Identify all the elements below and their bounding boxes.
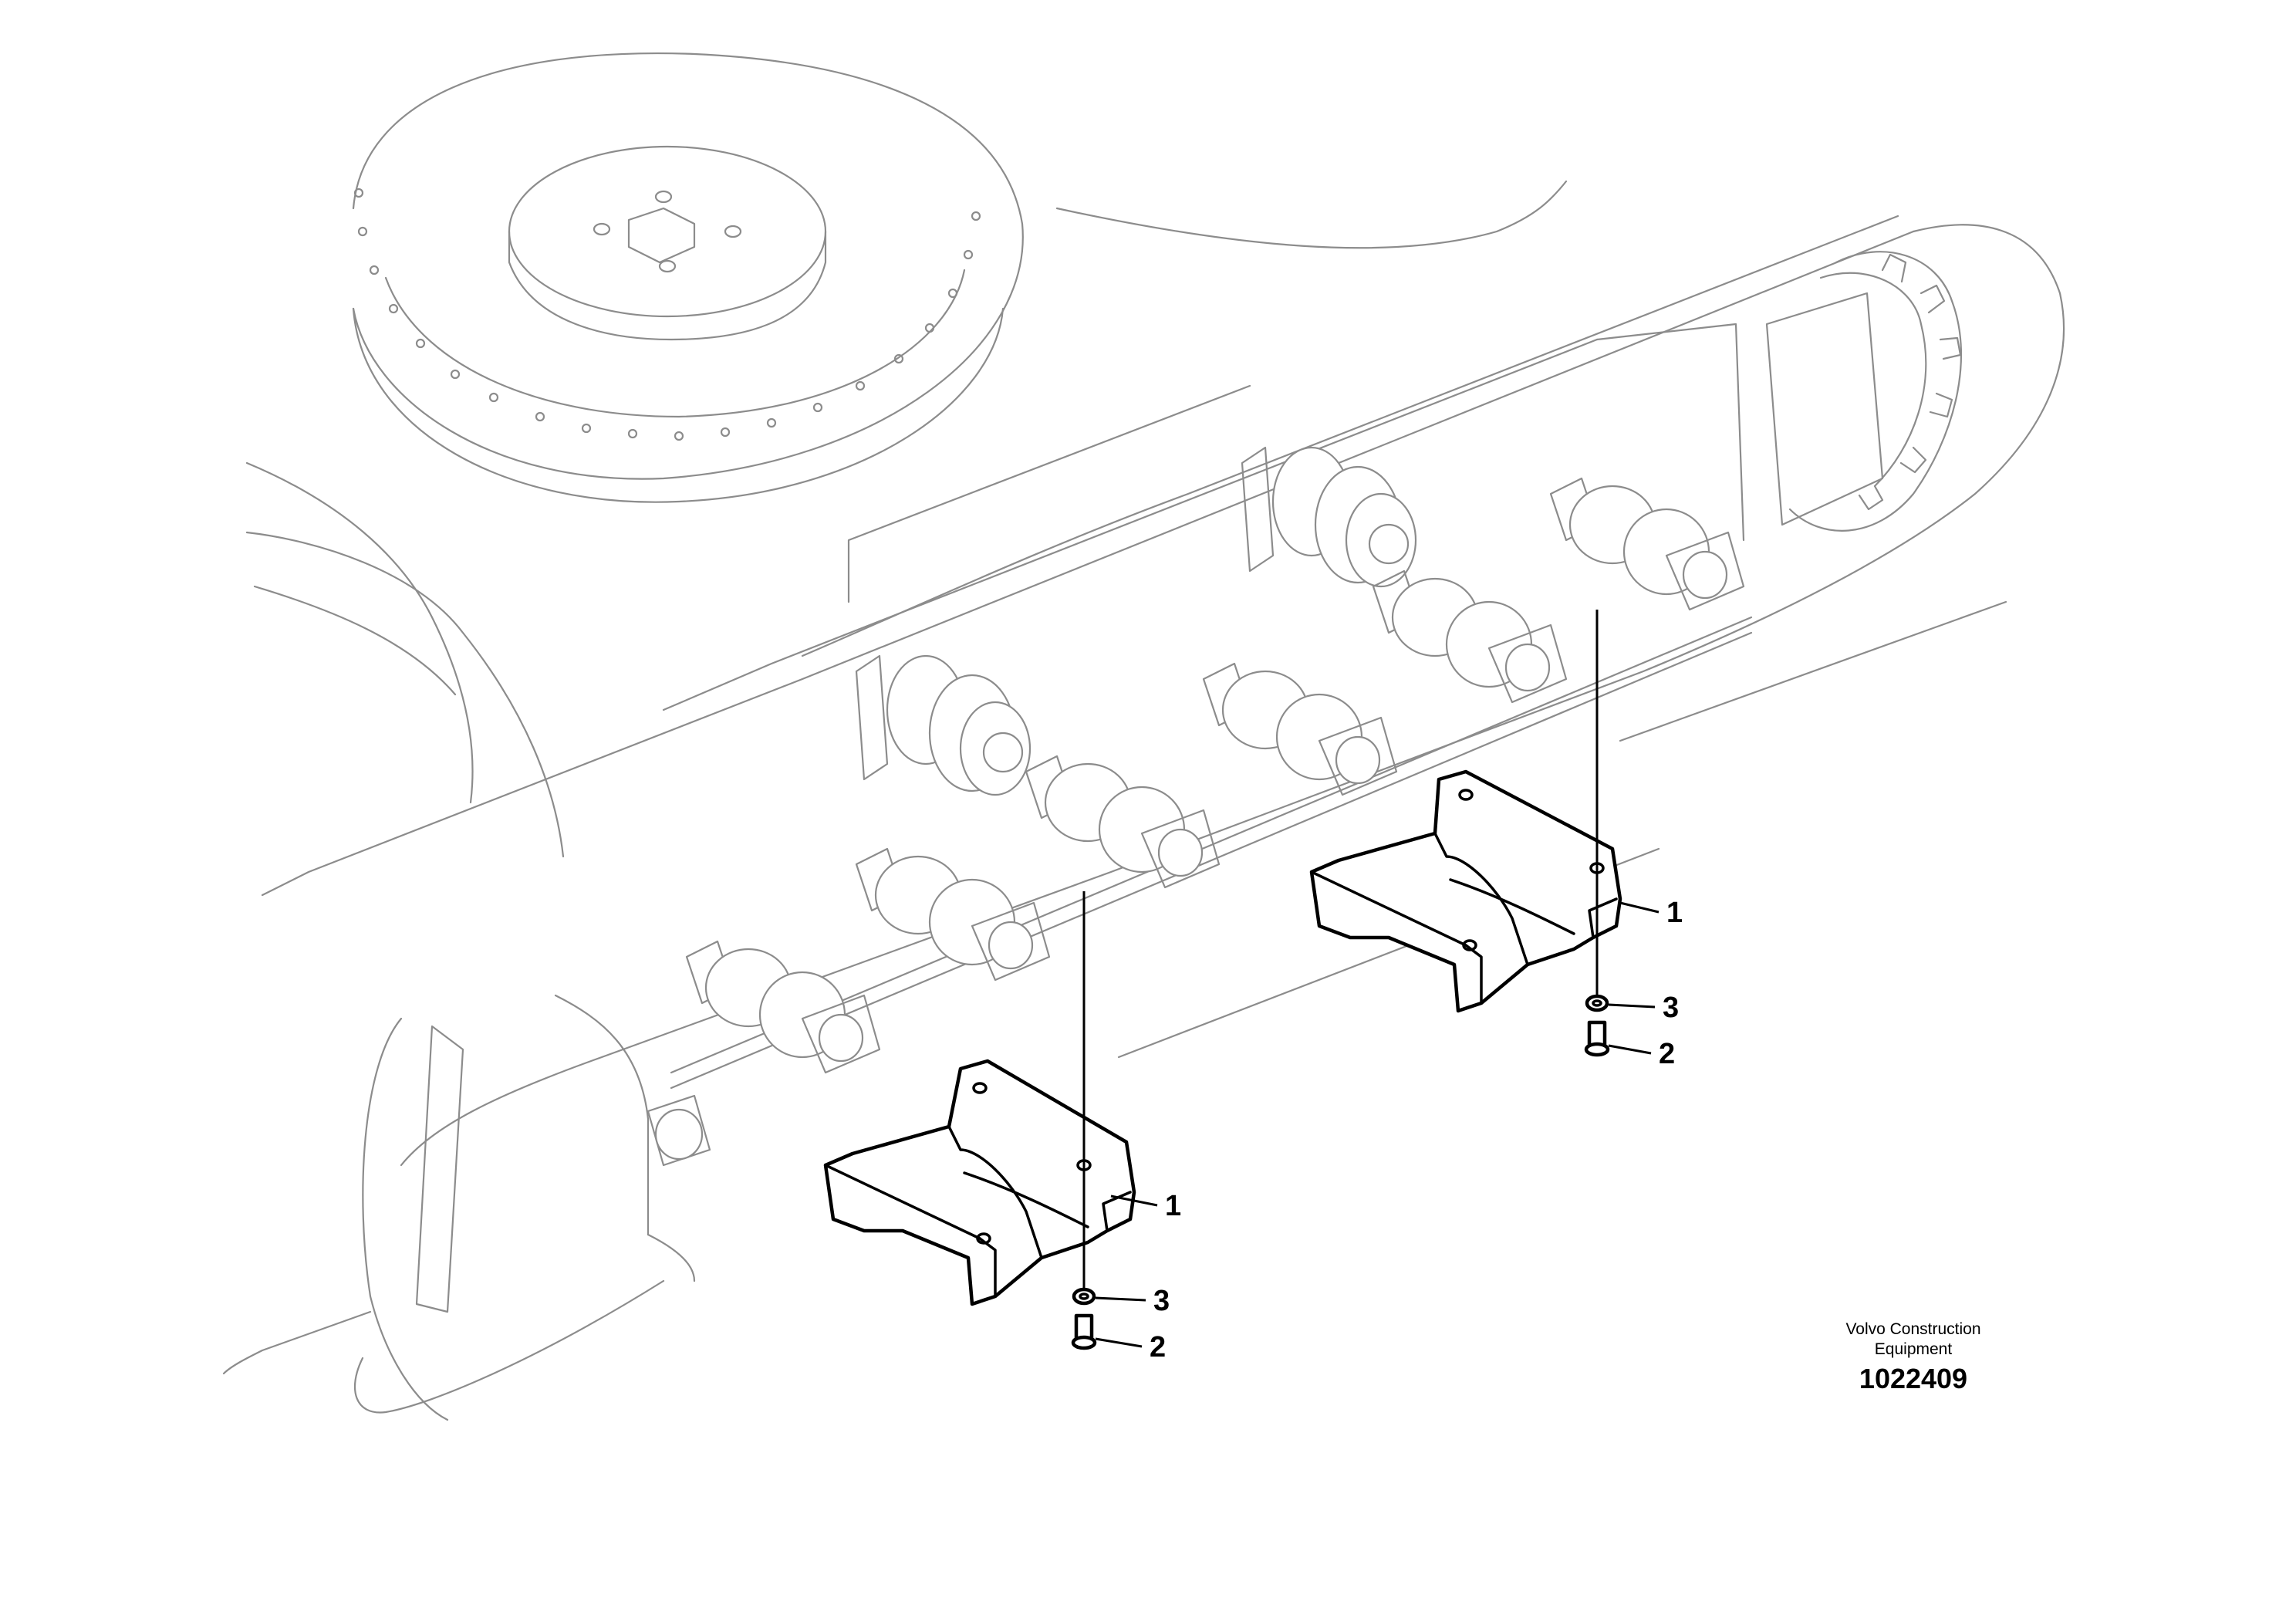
carbody-inner-edge [253,585,457,696]
bolt-right [1584,1020,1610,1057]
track-guard-left [823,1059,1136,1306]
leader-washer-right [1608,1003,1656,1009]
undercarriage-context [222,52,2065,1421]
leader-guard-right [1619,901,1660,914]
track-roller-5 [855,847,1051,982]
track-frame [222,215,2065,1421]
callout-guard-left: 1 [1165,1190,1181,1222]
track-roller-row [647,477,1745,1167]
manufacturer-line-1: Volvo Construction [1845,1320,1981,1338]
callout-washer-right: 3 [1663,992,1679,1024]
track-roller-2 [1372,569,1568,704]
callout-bolt-right: 2 [1659,1038,1675,1070]
counterweight-edge [245,461,474,804]
track-roller-7 [647,1094,711,1167]
upper-structure-edge [1055,180,1568,249]
ring-bolt-holes [353,188,981,441]
carbody-edge [245,531,565,858]
track-roller-3 [1202,662,1398,796]
bolt-left [1071,1313,1097,1350]
drive-sprocket [1765,251,1963,532]
track-roller-4 [1025,755,1221,889]
leader-bolt-left [1095,1337,1143,1348]
carrier-roller-1 [1241,446,1417,588]
track-edge-line-2 [1619,600,2007,742]
leader-bolt-right [1608,1044,1652,1055]
track-roller-6 [685,940,881,1074]
drawing-number: 1022409 [1859,1363,1968,1394]
callout-guard-right: 1 [1666,897,1683,929]
callout-washer-left: 3 [1153,1285,1170,1317]
track-guard-right [1309,769,1622,1013]
washer-left [1072,1287,1096,1306]
leader-guard-left [1110,1195,1158,1207]
manufacturer-line-2: Equipment [1874,1340,1953,1358]
leader-washer-left [1095,1296,1146,1302]
track-roller-1 [1549,477,1745,611]
manufacturer-caption: Volvo Construction Equipment [1798,1320,2029,1360]
callout-bolt-left: 2 [1150,1331,1166,1363]
callouts: 1 3 2 1 3 2 [1095,897,1683,1363]
washer-right [1585,994,1609,1012]
slewing-ring [352,52,1024,503]
carrier-roller-2 [855,654,1032,796]
